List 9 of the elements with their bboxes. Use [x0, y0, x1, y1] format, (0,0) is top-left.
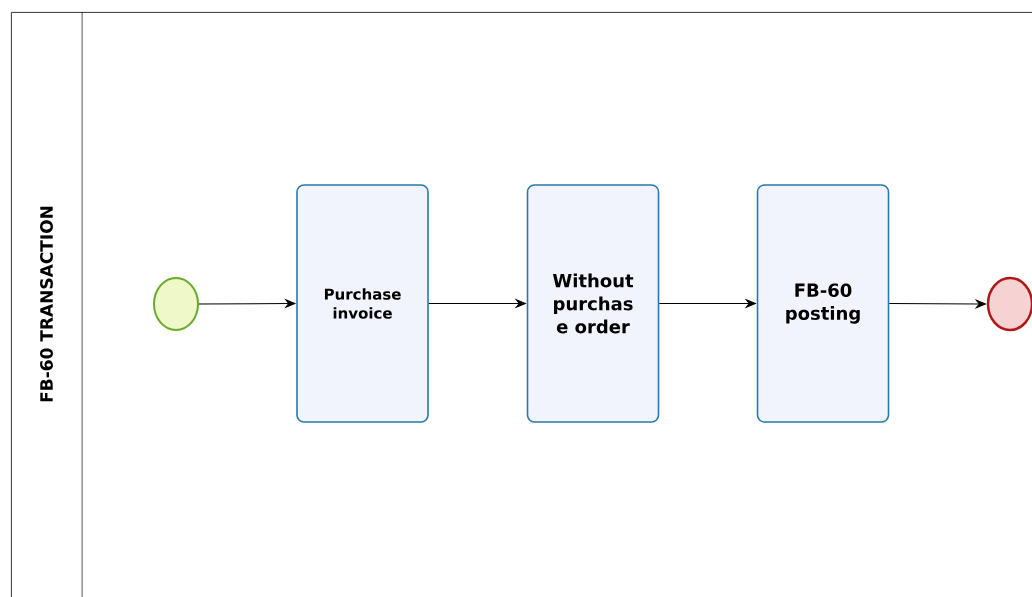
event-circle — [153, 277, 199, 331]
arrow — [658, 299, 756, 308]
event-circle — [986, 276, 1032, 332]
arrow — [198, 299, 296, 308]
task-box: Purchase invoice — [296, 184, 429, 423]
task-box: Without purchas e order — [526, 184, 660, 423]
task-box: FB-60 posting — [756, 184, 890, 423]
arrow — [888, 299, 986, 309]
arrow — [428, 299, 526, 308]
